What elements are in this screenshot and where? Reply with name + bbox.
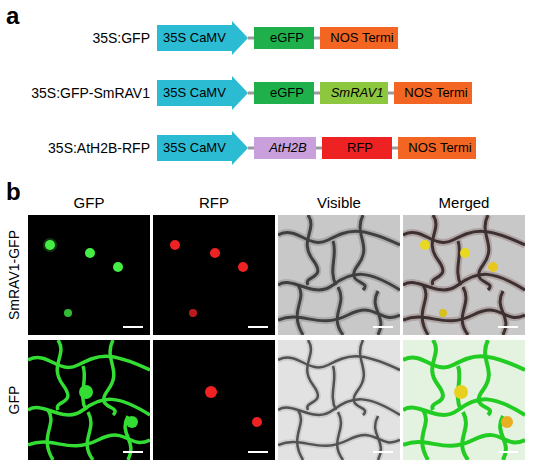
- micrograph-part: [439, 309, 447, 317]
- micrograph-part: [79, 385, 93, 399]
- gene-box: AtH2B: [254, 137, 316, 159]
- column-header: GFP: [74, 194, 105, 211]
- micrograph-part: [210, 248, 220, 258]
- micrograph-part: [460, 248, 470, 258]
- micrograph-part: [278, 215, 400, 335]
- arrow-shape: [157, 21, 248, 55]
- gene-box: SmRAV1: [320, 82, 388, 104]
- micrograph-part: [252, 417, 262, 427]
- micrograph-part: [189, 309, 197, 317]
- micrograph-part: [373, 451, 393, 453]
- row-label: GFP: [6, 386, 22, 415]
- visible-image: [278, 340, 400, 460]
- micrograph-part: [205, 386, 217, 398]
- construct-name: 35S:AtH2B-RFP: [0, 140, 150, 156]
- construct-name: 35S:GFP-SmRAV1: [0, 85, 150, 101]
- node-label: AtH2B: [269, 141, 307, 155]
- micrograph-part: [373, 326, 393, 328]
- micrograph-part: [403, 215, 525, 335]
- micrograph-part: [278, 215, 400, 335]
- micrograph-part: [28, 340, 150, 460]
- column-header: Merged: [439, 194, 490, 211]
- micrograph-part: [113, 262, 123, 272]
- micrograph-part: [123, 451, 143, 453]
- micrograph-part: [278, 215, 400, 335]
- micrograph-part: [238, 262, 248, 272]
- node-label: 35S CaMV: [163, 31, 226, 45]
- micrograph-part: [278, 340, 400, 460]
- micrograph-part: [45, 240, 55, 250]
- micrograph-part: [454, 385, 468, 399]
- node-label: RFP: [347, 141, 373, 155]
- column-header: RFP: [199, 194, 229, 211]
- gene-box: RFP: [322, 137, 392, 159]
- node-label: SmRAV1: [331, 86, 384, 100]
- panel-letter: a: [6, 2, 19, 30]
- rfp-image: [153, 340, 275, 460]
- construct-name: 35S:GFP: [0, 30, 150, 46]
- merged-image: [403, 215, 525, 335]
- node-label: 35S CaMV: [163, 86, 226, 100]
- node-label: 35S CaMV: [163, 141, 226, 155]
- micrograph-part: [501, 416, 513, 428]
- micrograph-part: [498, 326, 518, 328]
- visible-image: [278, 215, 400, 335]
- micrograph-part: [28, 340, 150, 460]
- arrow-shape: [157, 76, 248, 110]
- arrow-shape: [157, 131, 248, 165]
- gene-box: eGFP: [254, 82, 314, 104]
- terminator-box: NOS Termi: [320, 27, 398, 49]
- node-label: eGFP: [270, 86, 304, 100]
- terminator-box: NOS Termi: [394, 82, 472, 104]
- micrograph-part: [126, 416, 138, 428]
- node-label: NOS Termi: [408, 141, 471, 155]
- micrograph-part: [64, 309, 72, 317]
- terminator-box: NOS Termi: [398, 137, 476, 159]
- promoter-arrow: 35S CaMV: [157, 76, 248, 110]
- micrograph-part: [43, 238, 57, 252]
- micrograph-part: [498, 451, 518, 453]
- node-label: NOS Termi: [404, 86, 467, 100]
- micrograph-part: [403, 340, 525, 460]
- micrograph-part: [123, 326, 143, 328]
- micrograph-part: [248, 326, 268, 328]
- merged-image: [403, 340, 525, 460]
- rfp-image: [153, 215, 275, 335]
- micrograph-part: [403, 215, 525, 335]
- gfp-image: [28, 215, 150, 335]
- micrograph-part: [278, 340, 400, 460]
- micrograph-part: [403, 215, 525, 335]
- promoter-arrow: 35S CaMV: [157, 131, 248, 165]
- micrograph-part: [278, 340, 400, 460]
- micrograph-part: [420, 240, 430, 250]
- micrograph-part: [248, 451, 268, 453]
- gene-box: eGFP: [254, 27, 314, 49]
- micrograph-part: [153, 215, 275, 335]
- micrograph-part: [170, 240, 180, 250]
- node-label: eGFP: [270, 31, 304, 45]
- node-label: NOS Termi: [330, 31, 393, 45]
- column-header: Visible: [317, 194, 361, 211]
- micrograph-part: [403, 340, 525, 460]
- micrograph-part: [28, 215, 150, 335]
- micrograph-part: [85, 248, 95, 258]
- panel-letter: b: [6, 178, 21, 206]
- gfp-image: [28, 340, 150, 460]
- micrograph-part: [488, 262, 498, 272]
- promoter-arrow: 35S CaMV: [157, 21, 248, 55]
- micrograph-part: [153, 340, 275, 460]
- row-label: SmRAV1-GFP: [6, 230, 22, 320]
